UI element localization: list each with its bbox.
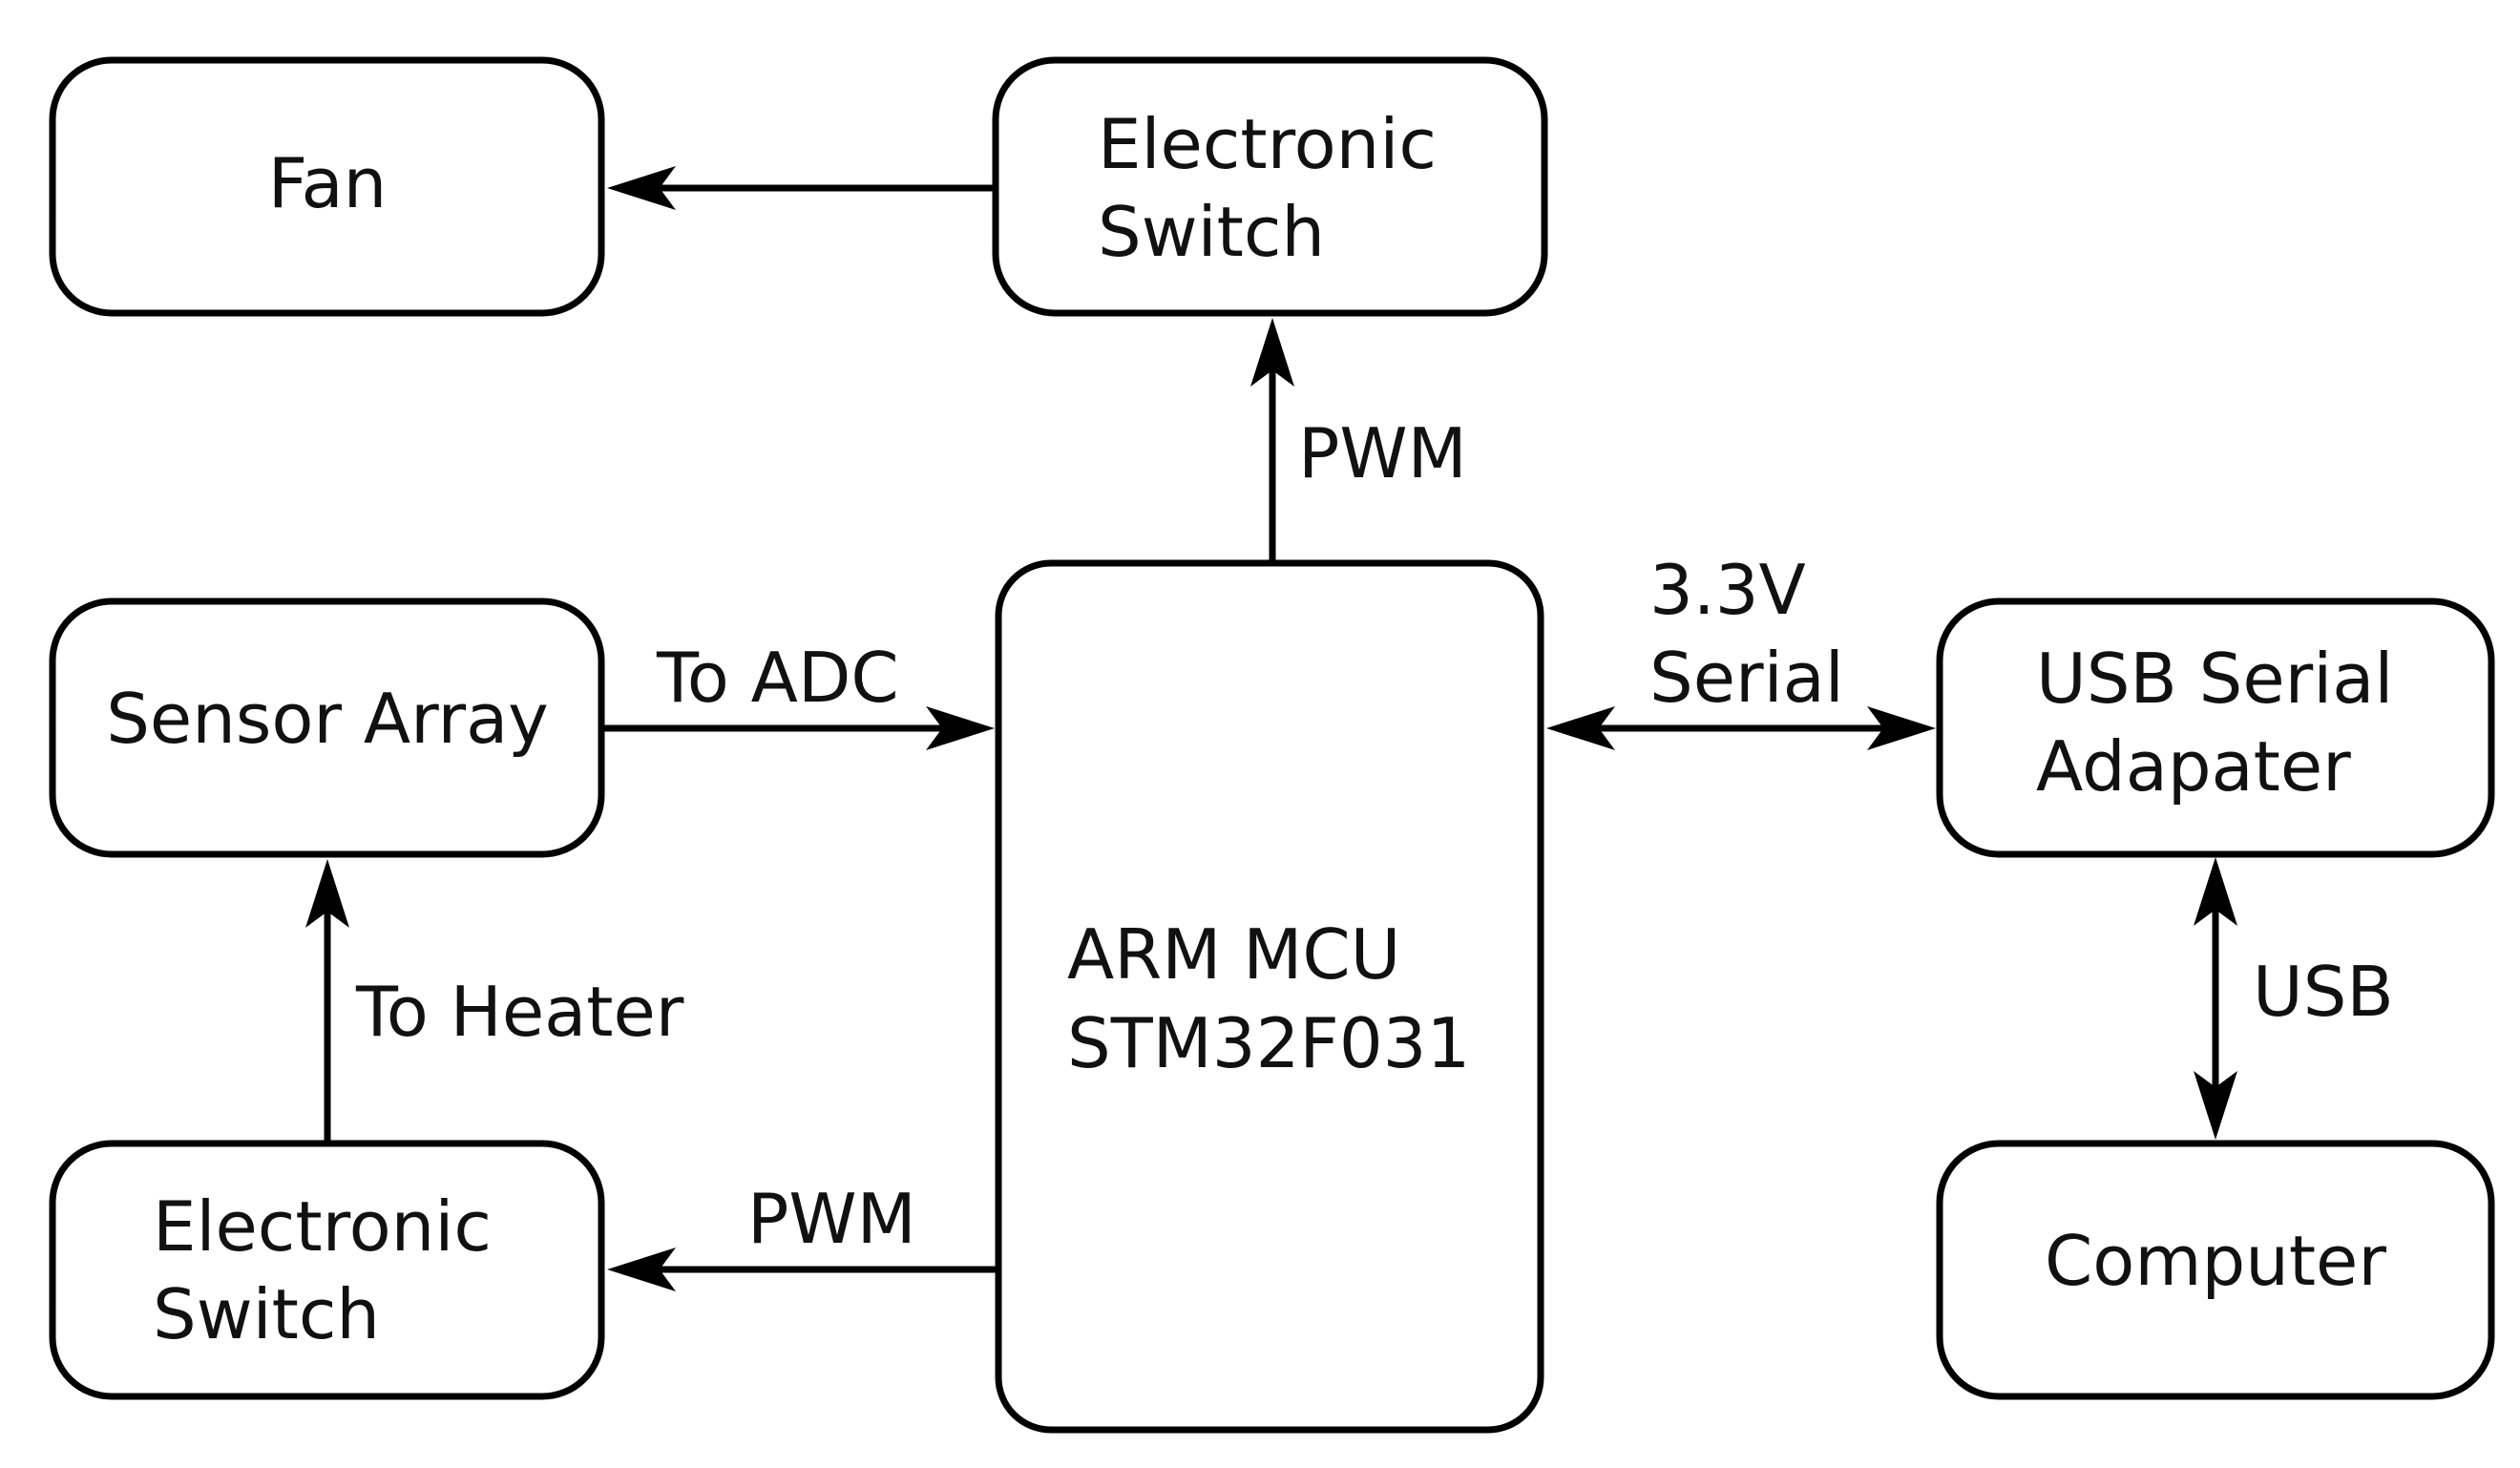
edge-to-heater: To Heater (305, 859, 684, 1143)
node-electronic-switch-bottom-label: Electronic Switch (153, 1186, 514, 1354)
edge-pwm-bottom-label-line-1: PWM (747, 1179, 916, 1259)
arrowhead-up (1250, 318, 1294, 387)
arrowhead-left (1546, 706, 1615, 750)
arrowhead-left (607, 166, 676, 210)
edge-pwm-to-top-switch: PWM (1250, 318, 1467, 563)
node-electronic-switch-bottom-line-1: Electronic (153, 1186, 492, 1267)
arrowhead-up (2194, 857, 2237, 926)
edge-usb-label: USB (2253, 952, 2394, 1032)
node-fan-label: Fan (268, 143, 388, 223)
node-electronic-switch-top-line-2: Switch (1098, 192, 1325, 272)
node-usb-serial-adapter-line-2: Adapater (2036, 726, 2351, 807)
arrowhead-left (607, 1248, 676, 1291)
node-electronic-switch-top: Electronic Switch (992, 56, 1548, 317)
node-sensor-array-label: Sensor Array (106, 679, 549, 759)
node-electronic-switch-bottom: Electronic Switch (49, 1140, 605, 1400)
edge-pwm-bottom-label: PWM (747, 1179, 916, 1259)
edge-serial-label-line-2: Serial (1649, 638, 1844, 718)
edge-to-adc-label-line-1: To ADC (656, 638, 899, 718)
edge-usb-label-line-1: USB (2253, 952, 2394, 1032)
edge-serial: 3.3V Serial (1546, 550, 1936, 750)
edge-serial-label-line-1: 3.3V (1649, 550, 1806, 630)
edge-to-heater-label: To Heater (355, 972, 684, 1052)
node-fan-line-1: Fan (268, 143, 388, 223)
edge-to-adc: To ADC (601, 638, 995, 750)
node-usb-serial-adapter: USB Serial Adapater (1936, 598, 2495, 858)
edge-switch-to-fan (607, 166, 996, 210)
node-usb-serial-adapter-line-1: USB Serial (2036, 639, 2393, 719)
arrowhead-right (1867, 706, 1936, 750)
arrowhead-down (2194, 1071, 2237, 1140)
node-usb-serial-adapter-label: USB Serial Adapater (2036, 639, 2415, 807)
node-electronic-switch-top-label: Electronic Switch (1098, 104, 1459, 272)
node-arm-mcu-label: ARM MCU STM32F031 (1067, 914, 1470, 1083)
node-sensor-array-line-1: Sensor Array (106, 679, 549, 759)
arrowhead-right (926, 706, 995, 750)
arrowhead-up (305, 859, 349, 928)
edge-pwm-top-label-line-1: PWM (1298, 413, 1467, 493)
node-electronic-switch-bottom-line-2: Switch (153, 1274, 380, 1354)
edge-to-heater-label-line-1: To Heater (355, 972, 684, 1052)
node-computer-label: Computer (2045, 1221, 2386, 1301)
node-sensor-array: Sensor Array (49, 598, 605, 858)
node-arm-mcu: ARM MCU STM32F031 (995, 559, 1544, 1434)
node-arm-mcu-line-1: ARM MCU (1067, 914, 1400, 995)
node-fan: Fan (49, 56, 605, 317)
edge-serial-label: 3.3V Serial (1649, 550, 1844, 718)
edge-to-adc-label: To ADC (656, 638, 899, 718)
edge-usb: USB (2194, 857, 2394, 1140)
edge-pwm-to-bottom-switch: PWM (607, 1179, 998, 1291)
node-arm-mcu-line-2: STM32F031 (1067, 1003, 1470, 1083)
node-electronic-switch-top-line-1: Electronic (1098, 104, 1437, 184)
edge-pwm-top-label: PWM (1298, 413, 1467, 493)
node-computer: Computer (1936, 1140, 2495, 1400)
node-computer-line-1: Computer (2045, 1221, 2386, 1301)
